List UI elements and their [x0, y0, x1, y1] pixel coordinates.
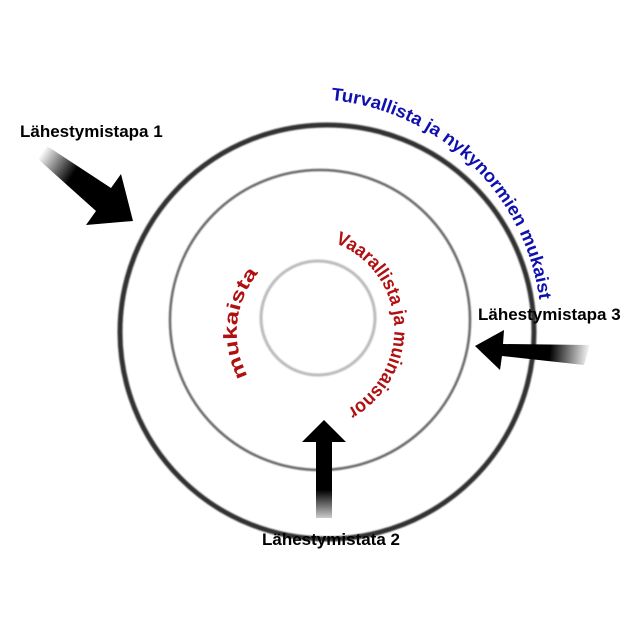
approach3-label: Lähestymistapa 3 — [478, 305, 621, 324]
approach2-arrow — [302, 420, 346, 518]
inner-arc-text-left: mukaista — [221, 263, 263, 382]
outer-arc-text: Turvallista ja nykynormien mukaista — [0, 0, 555, 301]
inner-arc-text-right: Vaarallista ja muinaisnormien — [0, 0, 411, 423]
approach1-label: Lähestymistapa 1 — [20, 122, 163, 141]
outer-ring — [117, 122, 537, 542]
approach3-arrow — [475, 330, 590, 370]
inner-ring — [259, 259, 377, 377]
approach2-label: Lähestymistata 2 — [262, 530, 400, 549]
approach1-arrow — [38, 146, 133, 225]
